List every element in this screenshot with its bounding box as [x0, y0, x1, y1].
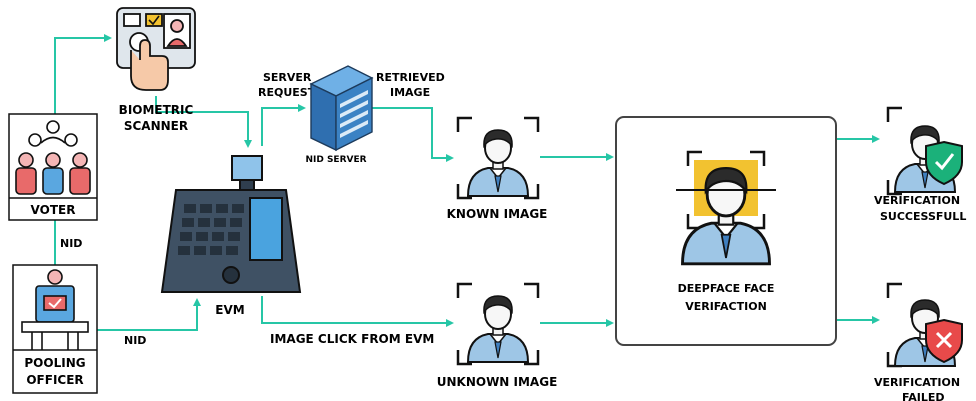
- unknown-person-icon: [467, 295, 529, 363]
- biometric-scanner-node: BIOMETRIC SCANNER: [116, 7, 196, 133]
- voter-node: VOTER: [8, 113, 98, 221]
- evm-icon: [160, 155, 302, 293]
- biometric-scanner-icon: [116, 7, 196, 91]
- pooling-label-line1: POOLING: [24, 356, 85, 370]
- pooling-officer-node: POOLING OFFICER: [12, 264, 98, 394]
- known-image-label: KNOWN IMAGE: [447, 207, 548, 221]
- pooling-officer-icon: [21, 269, 89, 350]
- voter-label: VOTER: [31, 203, 76, 217]
- nid-server-icon: [309, 65, 374, 152]
- image-click-label: IMAGE CLICK FROM EVM: [270, 332, 434, 346]
- evm-node: EVM: [160, 155, 302, 317]
- failed-label-line1: VERIFICATION: [874, 376, 960, 389]
- voter-group-icon: [15, 120, 91, 195]
- success-node: VERIFICATION SUCCESSFULL: [874, 106, 966, 223]
- server-request-line2: REQUEST: [258, 86, 316, 99]
- unknown-image-node: UNKNOWN IMAGE: [437, 282, 558, 389]
- face-scan-icon: [676, 150, 776, 266]
- arrow-evm-to-unknown: [261, 296, 454, 327]
- success-label-line2: SUCCESSFULL: [880, 210, 966, 223]
- success-label-line1: VERIFICATION: [874, 194, 960, 207]
- deepface-node: DEEPFACE FACE VERIFACTION: [615, 116, 837, 346]
- failed-label-line2: FAILED: [902, 391, 945, 401]
- known-image-node: KNOWN IMAGE: [447, 116, 548, 221]
- biometric-label-line2: SCANNER: [124, 119, 188, 133]
- nid-server-node: NID SERVER: [305, 65, 374, 165]
- retrieved-line1: RETRIEVED: [376, 71, 445, 84]
- server-request-line1: SERVER: [263, 71, 312, 84]
- arrow-server-to-known: [362, 107, 454, 162]
- nid-left-label: NID: [60, 237, 82, 250]
- unknown-image-label: UNKNOWN IMAGE: [437, 375, 558, 389]
- unknown-person-frame: [456, 282, 540, 366]
- known-person-frame: [456, 116, 540, 200]
- rejected-person-icon: [886, 282, 963, 368]
- arrow-officer-to-evm: [97, 298, 201, 331]
- known-person-icon: [467, 129, 529, 197]
- verified-person-icon: [886, 106, 963, 196]
- pooling-label-line2: OFFICER: [26, 373, 83, 387]
- arrow-scanner-to-evm: [155, 96, 252, 148]
- arrow-evm-to-server: [261, 104, 306, 146]
- deepface-label-line2: VERIFACTION: [685, 300, 767, 313]
- evm-label: EVM: [215, 303, 244, 317]
- deepface-label-line1: DEEPFACE FACE: [678, 282, 775, 295]
- retrieved-line2: IMAGE: [390, 86, 430, 99]
- biometric-label-line1: BIOMETRIC: [119, 103, 194, 117]
- nid-server-label: NID SERVER: [305, 155, 366, 165]
- connector-arrows: [51, 34, 880, 368]
- failed-node: VERIFICATION FAILED: [874, 282, 963, 401]
- nid-bottom-label: NID: [124, 334, 146, 347]
- arrow-voter-to-scanner: [54, 34, 112, 114]
